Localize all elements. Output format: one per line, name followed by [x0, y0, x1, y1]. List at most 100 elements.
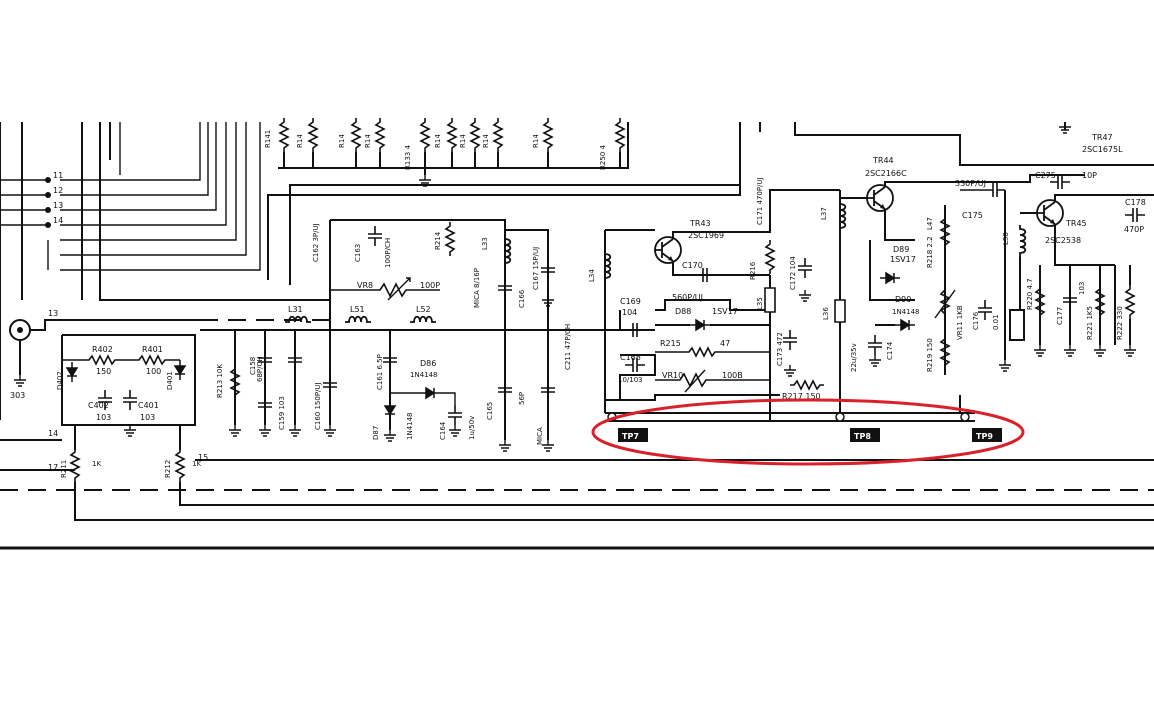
cap-22u-label: 22u/35v [850, 343, 858, 372]
r213-label: R213 10K [216, 364, 224, 398]
r220-label: R220 4.7 [1026, 278, 1034, 310]
l35-label: L35 [756, 297, 764, 310]
c160-label: C160 150P/UJ [314, 382, 322, 430]
test-point-tp8[interactable]: TP8 [850, 428, 880, 442]
tr47-part: 2SC1675L [1082, 145, 1123, 154]
l52-label: L52 [416, 305, 431, 314]
r211-label: R211 [60, 460, 68, 478]
d88-value: 1SV17 [712, 307, 738, 316]
c275-label: C275 [1035, 171, 1056, 180]
r222-label: R222 330 [1116, 306, 1124, 340]
r401-value: 100 [146, 367, 161, 376]
c176-value: 0.01 [992, 314, 1000, 330]
r219-label: R219 150 [926, 338, 934, 372]
l37-label: L37 [820, 207, 828, 220]
l31-label: L31 [288, 305, 303, 314]
d87-label: D87 [372, 426, 380, 440]
tr43-section: TR43 2SC1969 C170 R216 C171 470P/UJ C172… [604, 177, 858, 420]
c402-label: C402 [88, 401, 109, 410]
d401-label: D401 [166, 371, 174, 390]
tr44-section: TR44 2SC2166C D89 1SV17 D90 1N4148 C174 … [840, 156, 1006, 375]
r401-label: R401 [142, 345, 163, 354]
r215-value: 47 [720, 339, 730, 348]
tp9-label: TP9 [976, 432, 993, 441]
top-res-label-2: R14 [296, 134, 304, 148]
c158-label: C158 [249, 357, 257, 375]
pin-14-label: 14 [53, 216, 63, 225]
vr10-value: 100B [722, 371, 743, 380]
d402-label: D402 [56, 371, 64, 390]
ground-ref-label: 303 [10, 391, 25, 400]
top-res-label-3: R14 [338, 134, 346, 148]
c211-label: C211 47P/CH [564, 324, 572, 370]
c166-label: C166 [518, 289, 526, 308]
node-14-label: 14 [48, 429, 58, 438]
l38-label: L38 [1002, 232, 1010, 245]
c163-value: 100P/CH [384, 238, 392, 268]
c177-label: C177 [1056, 307, 1064, 325]
vr8-label: VR8 [357, 281, 373, 290]
node-15-label: 15 [198, 453, 208, 462]
test-point-tp7[interactable]: TP7 [618, 428, 648, 442]
d86-value: 1N4148 [410, 371, 438, 379]
top-res-label-1: R141 [264, 130, 272, 148]
c178-label: C178 [1125, 198, 1146, 207]
c402-value: 103 [96, 413, 111, 422]
c168-value: 10/103 [618, 376, 643, 384]
r221-label: R221 1K5 [1086, 306, 1094, 340]
r216-label: R216 [749, 261, 757, 280]
c158-value: 68P/CH [256, 356, 264, 382]
test-point-tp9[interactable]: TP9 [972, 428, 1002, 442]
d90-label: D90 [895, 295, 911, 304]
c175-label: C175 [962, 211, 983, 220]
c173-label: C173 472 [776, 332, 784, 366]
top-res-label-8: R14 [482, 134, 490, 148]
r402-value: 150 [96, 367, 111, 376]
filter-section: L31 L51 L52 C162 3P/UJ C163 100P/CH R214… [200, 219, 655, 452]
node-17-label: 17 [48, 463, 58, 472]
tr45-ref: TR45 [1065, 219, 1087, 228]
top-res-label-4: R14 [364, 134, 372, 148]
c176-label: C176 [972, 311, 980, 330]
r217-label: R217 150 [782, 392, 821, 401]
l34-label: L34 [588, 269, 596, 282]
c560-label: 560P/UJ [672, 293, 703, 302]
mica2-label: MICA [536, 427, 544, 445]
c167-label: C167 15P/UJ [532, 247, 540, 290]
top-res-label-9: R14 [532, 134, 540, 148]
vr10-label: VR10 [662, 371, 683, 380]
tr45-section: TR47 2SC1675L C275 10P TR45 2SC2538 C178… [972, 121, 1154, 372]
c170-label: C170 [682, 261, 703, 270]
highlight-ellipse [591, 398, 1025, 466]
c168-label: C168 [620, 353, 641, 362]
c161-label: C161 6.5P [376, 354, 384, 390]
r214-label: R214 [434, 231, 442, 250]
tp7-label: TP7 [622, 432, 639, 441]
node-13-label: 13 [48, 309, 58, 318]
tr43-transistor-icon [653, 236, 682, 264]
c330-label: 330P/UJ [955, 179, 986, 188]
c169-label: C169 [620, 297, 641, 306]
r212-label: R212 [164, 460, 172, 478]
d86-label: D86 [420, 359, 436, 368]
d89-value: 1SV17 [890, 255, 916, 264]
pin-11-label: 11 [53, 171, 63, 180]
c164-value: 1u/50v [468, 416, 476, 440]
d90-value: 1N4148 [892, 308, 920, 316]
l51-label: L51 [350, 305, 365, 314]
l36-label: L36 [822, 307, 830, 320]
d87-value: 1N4148 [406, 412, 414, 440]
c172-label: C172 104 [789, 256, 797, 290]
top-res-label-7: R14 [459, 134, 467, 148]
c159-label: C159 103 [278, 396, 286, 430]
tp8-label: TP8 [854, 432, 871, 441]
c165-label: C165 [486, 402, 494, 420]
top-resistor-bank: R141 R14 R14 R14 R133 4 R14 R14 R14 R14 … [264, 117, 625, 187]
c177-value: 103 [1078, 282, 1086, 295]
l47-label: L47 [926, 217, 934, 230]
c401-value: 103 [140, 413, 155, 422]
pin-13-label: 13 [53, 201, 63, 210]
tr44-transistor-icon [865, 184, 894, 212]
d89-label: D89 [893, 245, 909, 254]
